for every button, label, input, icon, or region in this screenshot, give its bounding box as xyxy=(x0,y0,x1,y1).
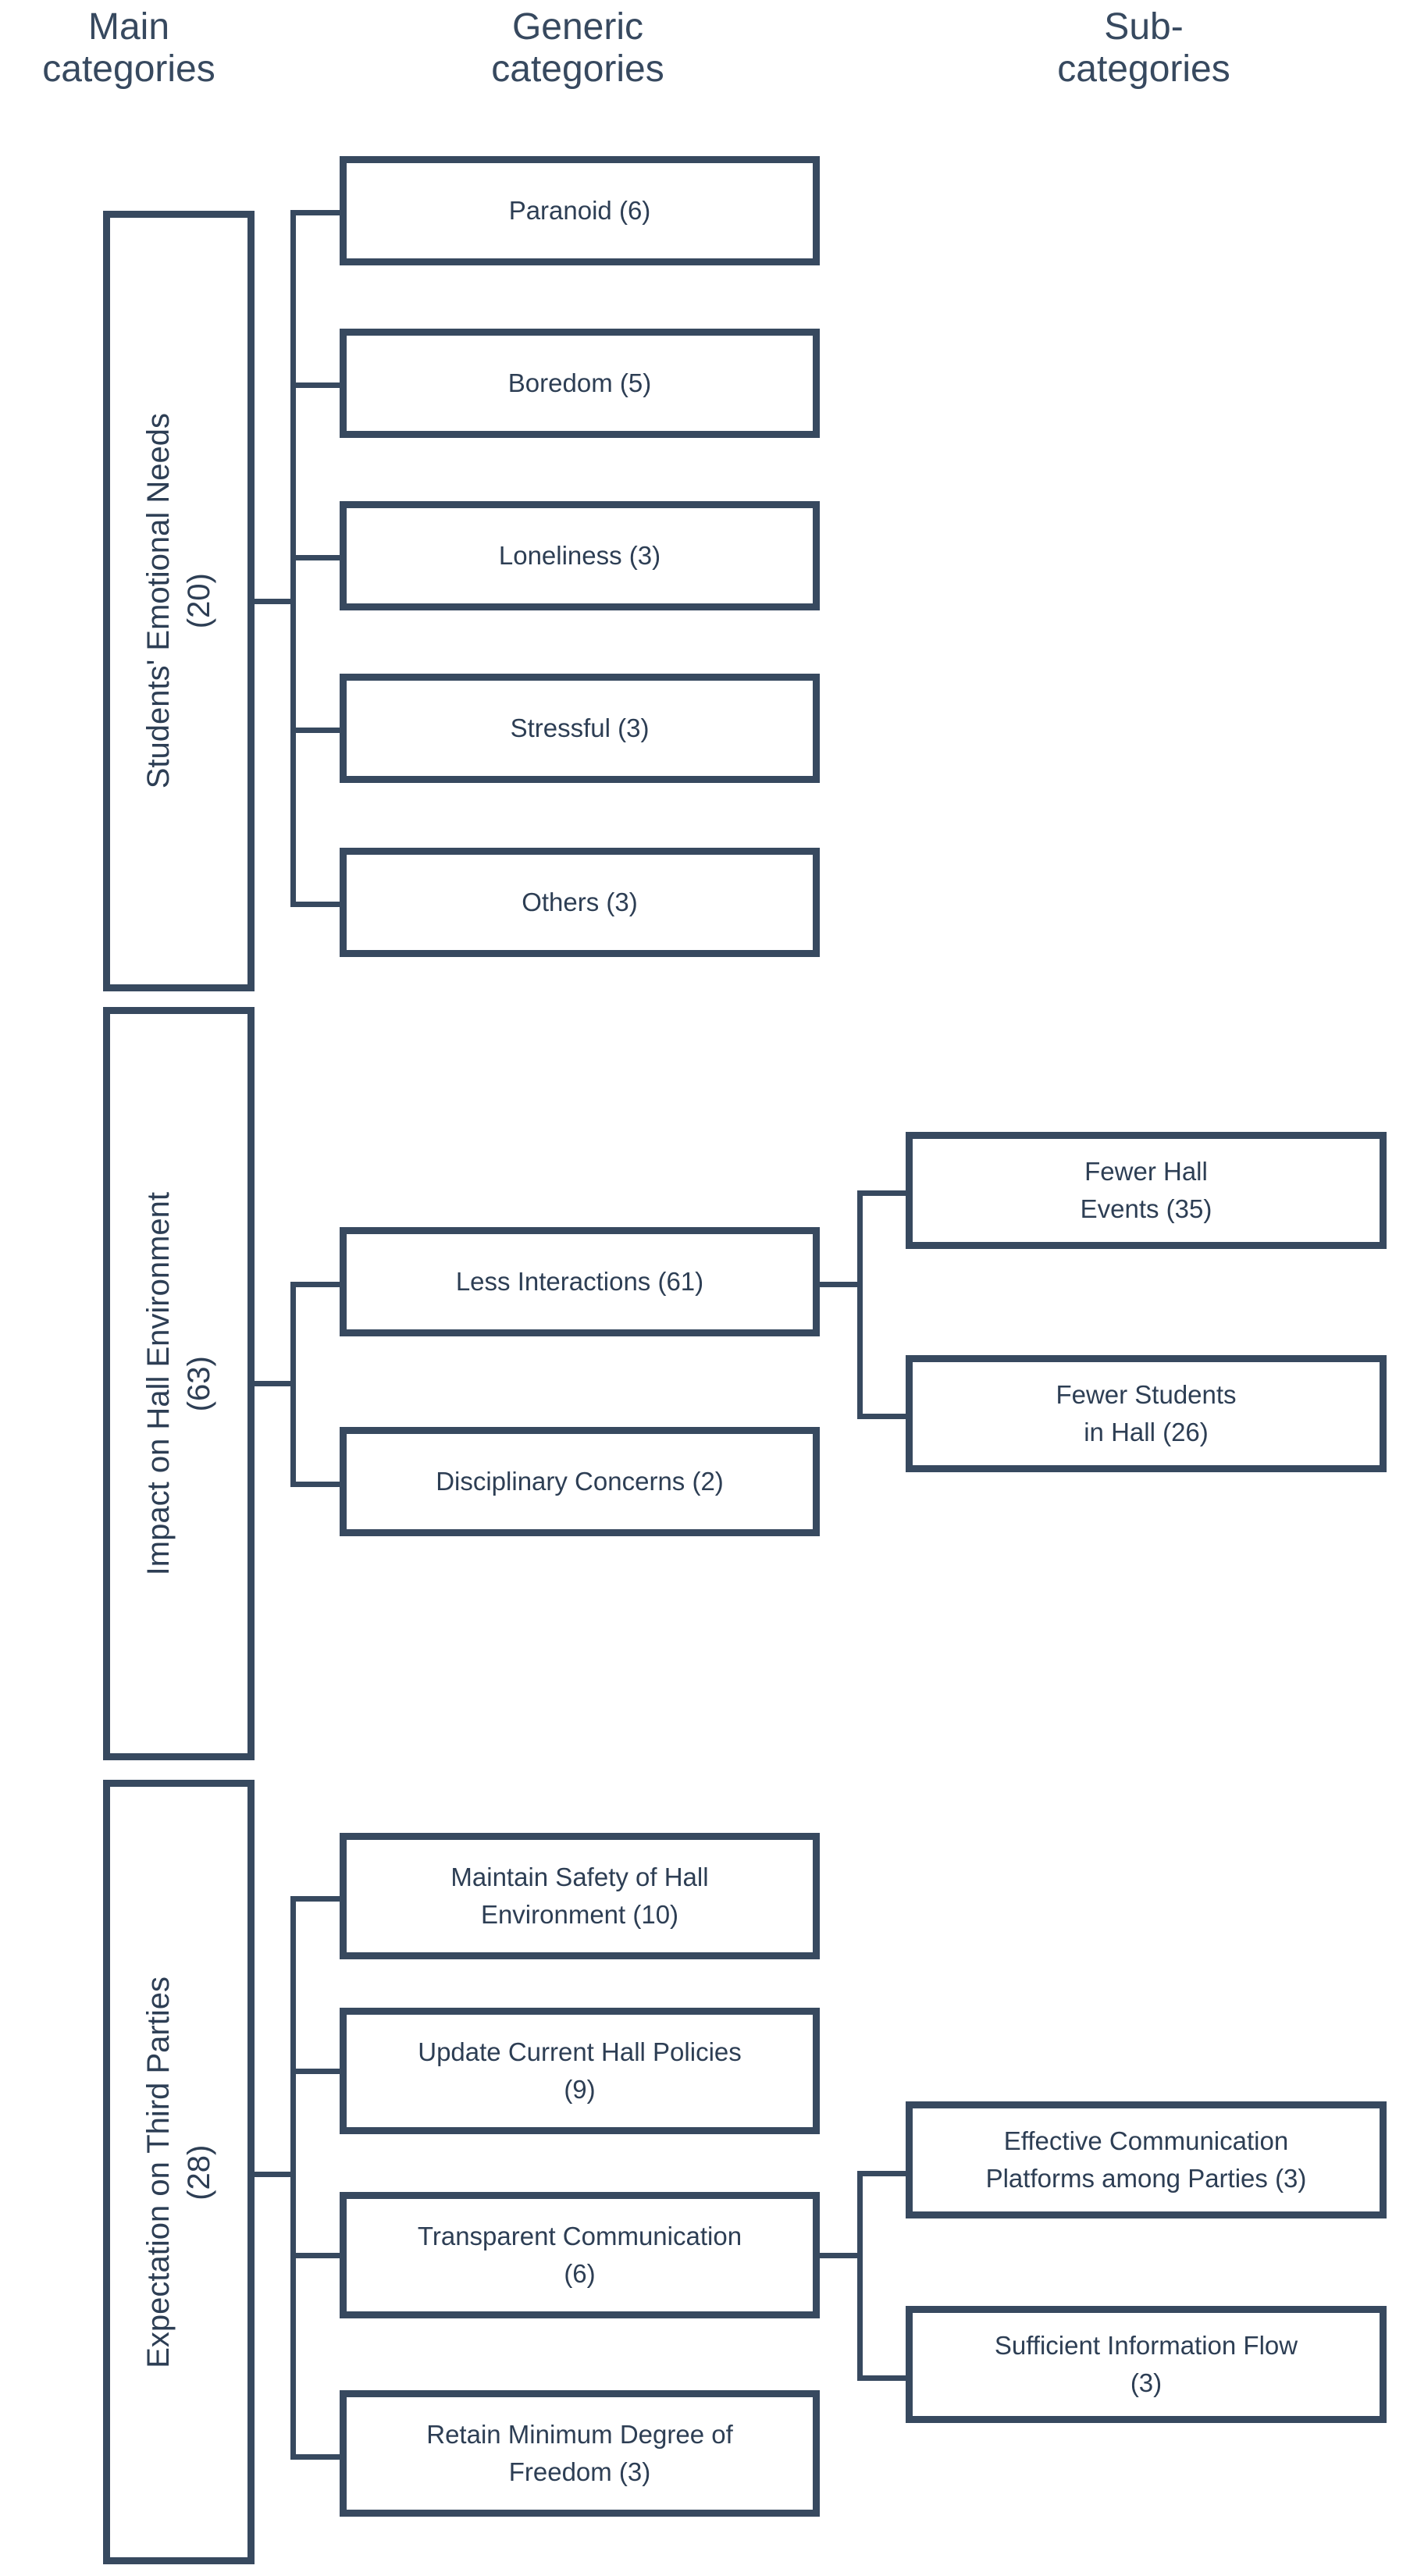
generic-category-label-2-1: Less Interactions (61) xyxy=(455,1267,704,1297)
sub-category-box-3-3-1[interactable]: Effective Communication Platforms among … xyxy=(906,2101,1387,2218)
generic-category-box-3-4[interactable]: Retain Minimum Degree of Freedom (3) xyxy=(340,2390,820,2517)
connector-sub-2-2-stub xyxy=(857,1414,909,1419)
generic-category-box-3-3[interactable]: Transparent Communication (6) xyxy=(340,2192,820,2318)
sub-category-box-3-3-2[interactable]: Sufficient Information Flow (3) xyxy=(906,2306,1387,2423)
generic-category-label-1-2: Boredom (5) xyxy=(507,368,652,398)
main-category-box-1[interactable]: Students' Emotional Needs (20) xyxy=(103,211,255,991)
generic-category-label-1-1: Paranoid (6) xyxy=(508,196,651,226)
generic-category-label-2-2: Disciplinary Concerns (2) xyxy=(436,1467,724,1496)
generic-category-box-2-2[interactable]: Disciplinary Concerns (2) xyxy=(340,1427,820,1536)
generic-category-label-3-4: Retain Minimum Degree of Freedom (3) xyxy=(426,2420,733,2486)
generic-category-label-3-3: Transparent Communication (6) xyxy=(417,2222,742,2288)
generic-category-box-1-5[interactable]: Others (3) xyxy=(340,848,820,957)
connector-generic-3-1-stub xyxy=(290,1896,342,1902)
connector-generic-1-2-stub xyxy=(290,382,342,388)
column-header-generic-categories: Generic categories xyxy=(491,6,664,90)
connector-main-2-trunk xyxy=(290,1284,296,1487)
column-header-main-categories: Main categories xyxy=(42,6,215,90)
connector-generic-2-2-stub xyxy=(290,1482,342,1487)
generic-category-label-1-4: Stressful (3) xyxy=(510,713,650,743)
connector-generic-3-4-stub xyxy=(290,2454,342,2460)
connector-sub-3-2-stub xyxy=(857,2375,909,2381)
generic-category-box-2-1[interactable]: Less Interactions (61) xyxy=(340,1227,820,1336)
connector-main-3-stem xyxy=(255,2172,295,2177)
connector-sub-2-1-stub xyxy=(857,1190,909,1196)
sub-category-box-2-1-1[interactable]: Fewer Hall Events (35) xyxy=(906,1132,1387,1249)
generic-category-box-3-2[interactable]: Update Current Hall Policies (9) xyxy=(340,2008,820,2134)
connector-sub-3-trunk xyxy=(857,2173,863,2381)
sub-category-label-2-1-2: Fewer Students in Hall (26) xyxy=(1056,1380,1237,1446)
connector-generic-1-5-stub xyxy=(290,902,342,907)
column-header-sub-categories: Sub- categories xyxy=(1057,6,1230,90)
connector-main-2-stem xyxy=(255,1381,295,1386)
connector-main-3-trunk xyxy=(290,1898,296,2457)
connector-generic-3-3-out xyxy=(820,2253,862,2258)
generic-category-box-1-2[interactable]: Boredom (5) xyxy=(340,329,820,438)
generic-category-box-1-3[interactable]: Loneliness (3) xyxy=(340,501,820,610)
connector-generic-3-2-stub xyxy=(290,2069,342,2074)
generic-category-box-1-4[interactable]: Stressful (3) xyxy=(340,674,820,783)
connector-generic-1-1-stub xyxy=(290,210,342,215)
connector-sub-3-1-stub xyxy=(857,2171,909,2176)
connector-sub-2-trunk xyxy=(857,1193,863,1419)
connector-main-1-stem xyxy=(255,599,295,604)
connector-generic-1-3-stub xyxy=(290,555,342,560)
sub-category-label-3-3-1: Effective Communication Platforms among … xyxy=(985,2126,1307,2193)
connector-generic-2-1-out xyxy=(820,1282,862,1287)
generic-category-label-1-3: Loneliness (3) xyxy=(498,541,661,571)
generic-category-box-3-1[interactable]: Maintain Safety of Hall Environment (10) xyxy=(340,1833,820,1959)
generic-category-label-3-2: Update Current Hall Policies (9) xyxy=(418,2037,742,2104)
connector-generic-1-4-stub xyxy=(290,728,342,733)
generic-category-box-1-1[interactable]: Paranoid (6) xyxy=(340,156,820,265)
main-category-box-2[interactable]: Impact on Hall Environment (63) xyxy=(103,1007,255,1760)
main-category-label-2: Impact on Hall Environment (63) xyxy=(141,1191,216,1576)
generic-category-label-1-5: Others (3) xyxy=(522,888,638,917)
sub-category-label-3-3-2: Sufficient Information Flow (3) xyxy=(994,2331,1298,2397)
main-category-label-3: Expectation on Third Parties (28) xyxy=(141,1976,216,2368)
connector-generic-3-3-stub xyxy=(290,2253,342,2258)
sub-category-label-2-1-1: Fewer Hall Events (35) xyxy=(1080,1157,1212,1223)
main-category-label-1: Students' Emotional Needs (20) xyxy=(141,413,216,789)
sub-category-box-2-1-2[interactable]: Fewer Students in Hall (26) xyxy=(906,1355,1387,1472)
generic-category-label-3-1: Maintain Safety of Hall Environment (10) xyxy=(450,1863,709,1929)
main-category-box-3[interactable]: Expectation on Third Parties (28) xyxy=(103,1780,255,2564)
connector-generic-2-1-stub xyxy=(290,1282,342,1287)
